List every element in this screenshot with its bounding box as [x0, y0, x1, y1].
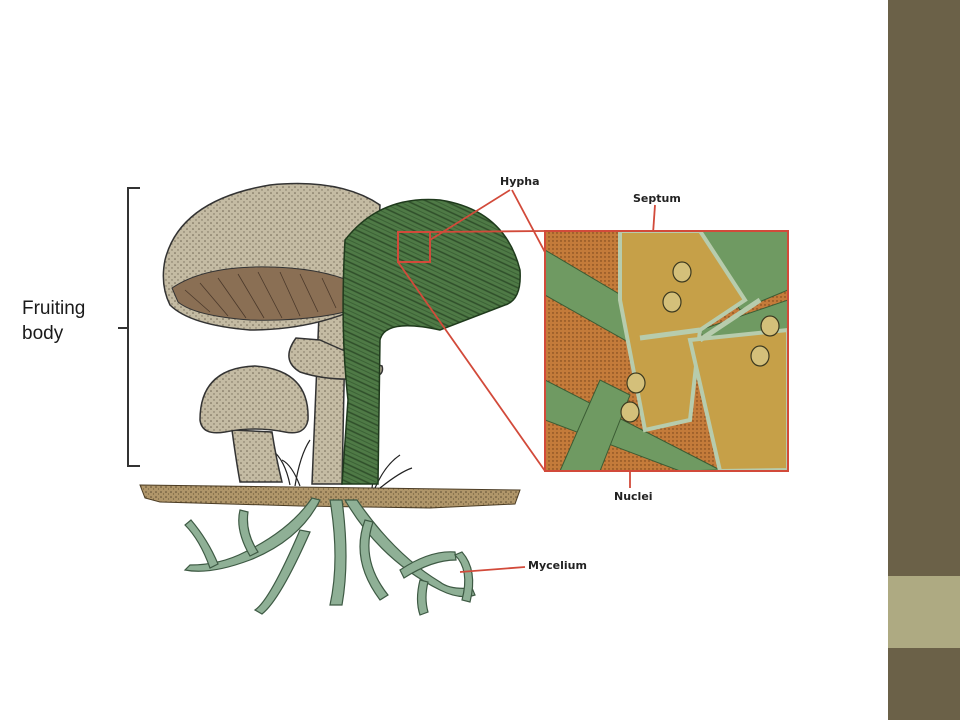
nuclei-label: Nuclei — [614, 490, 653, 503]
hypha-label: Hypha — [500, 175, 540, 188]
side-accent — [888, 576, 960, 648]
fruiting-body-bracket — [118, 187, 140, 467]
hypha-zoom-inset — [545, 231, 788, 471]
fruiting-label-line2: body — [22, 323, 64, 344]
large-mushroom — [162, 182, 521, 485]
mycelium — [183, 497, 476, 616]
septum-label: Septum — [633, 192, 681, 205]
soil-layer — [139, 484, 521, 509]
small-mushroom — [199, 365, 309, 483]
fungus-diagram: Hypha Septum Nuclei Mycelium — [118, 175, 789, 616]
septa — [639, 297, 762, 343]
mycelium-label: Mycelium — [528, 559, 587, 572]
nuclei — [620, 261, 780, 423]
fruiting-body-label: Fruiting body — [22, 296, 132, 346]
fruiting-label-line1: Fruiting — [22, 298, 86, 319]
